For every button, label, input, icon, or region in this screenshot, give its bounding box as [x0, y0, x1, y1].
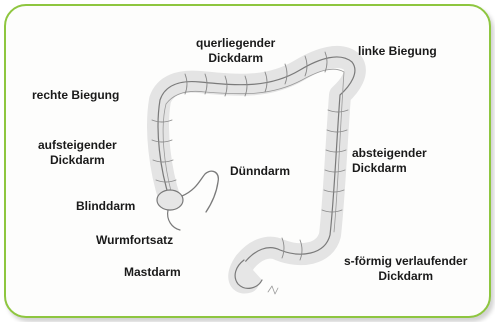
- label-ascending-colon-line2: Dickdarm: [38, 153, 117, 168]
- label-appendix-text: Wurmfortsatz: [96, 233, 173, 248]
- label-appendix: Wurmfortsatz: [96, 233, 173, 248]
- label-small-intestine: Dünndarm: [230, 164, 290, 179]
- label-transverse-colon-line2: Dickdarm: [196, 51, 275, 66]
- label-right-flexure: rechte Biegung: [32, 88, 119, 103]
- appendix-sketch: [168, 210, 180, 230]
- label-left-flexure: linke Biegung: [358, 44, 437, 59]
- label-rectum: Mastdarm: [124, 265, 181, 280]
- label-cecum-text: Blinddarm: [76, 199, 135, 214]
- label-ascending-colon: aufsteigender Dickdarm: [38, 138, 117, 168]
- label-rectum-text: Mastdarm: [124, 265, 181, 280]
- label-ascending-colon-line1: aufsteigender: [38, 138, 117, 153]
- label-descending-colon-line1: absteigender: [352, 146, 427, 161]
- small-intestine-sketch: [182, 171, 218, 212]
- label-transverse-colon: querliegender Dickdarm: [196, 36, 275, 66]
- label-transverse-colon-line1: querliegender: [196, 36, 275, 51]
- label-small-intestine-text: Dünndarm: [230, 164, 290, 179]
- label-sigmoid-colon-line1: s-förmig verlaufender: [344, 254, 467, 269]
- label-sigmoid-colon: s-förmig verlaufender Dickdarm: [344, 254, 467, 284]
- label-descending-colon-line2: Dickdarm: [352, 161, 427, 176]
- label-sigmoid-colon-line2: Dickdarm: [344, 269, 467, 284]
- label-right-flexure-text: rechte Biegung: [32, 88, 119, 103]
- label-cecum: Blinddarm: [76, 199, 135, 214]
- label-descending-colon: absteigender Dickdarm: [352, 146, 427, 176]
- label-left-flexure-text: linke Biegung: [358, 44, 437, 59]
- cecum-sketch: [157, 190, 183, 210]
